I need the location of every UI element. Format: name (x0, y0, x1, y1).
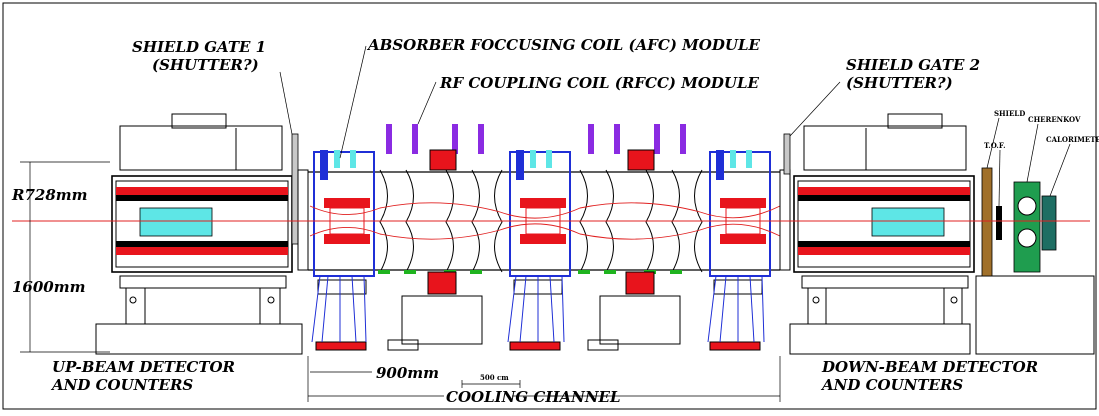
afc-module-2 (509, 150, 571, 351)
label-up-beam-1: UP-BEAM DETECTOR (52, 358, 235, 376)
pid-leader-lines (986, 117, 1071, 207)
shield-gate-1-plate (291, 133, 299, 245)
label-down-beam-1: DOWN-BEAM DETECTOR (821, 358, 1038, 376)
label-width-900: 900mm (376, 364, 439, 382)
label-calorimeter-small: CALORIMETER (1046, 135, 1099, 144)
downstream-spectrometer (789, 113, 975, 355)
label-cooling-channel: COOLING CHANNEL (446, 388, 621, 406)
label-shutter-2: (SHUTTER?) (846, 74, 953, 92)
afc-module-3 (709, 150, 771, 351)
shield-gate-2-plate (783, 133, 791, 175)
label-tof-small: T.O.F. (984, 141, 1006, 150)
calorimeter (1041, 195, 1057, 251)
downstream-coil-bottom-black (798, 241, 970, 247)
rfcc-module-1 (378, 124, 503, 351)
label-shield-gate-1: SHIELD GATE 1 (132, 38, 266, 56)
label-scale: 500 cm (480, 373, 509, 382)
support-legs (311, 275, 765, 343)
label-rfcc-module: RF COUPLING COIL (RFCC) MODULE (439, 74, 760, 92)
label-shield-gate-2: SHIELD GATE 2 (846, 56, 980, 74)
label-height: 1600mm (12, 278, 86, 296)
shield-gate-1-frame (297, 169, 309, 271)
pid-base (975, 275, 1095, 355)
afc-module-1 (313, 150, 375, 351)
label-shield-small: SHIELD (994, 109, 1025, 118)
beam-envelope (309, 202, 781, 240)
upstream-coil-top (116, 187, 288, 195)
downstream-tracker (871, 207, 945, 237)
upstream-coil-bottom-black (116, 241, 288, 247)
tof-counter (996, 206, 1002, 240)
frame (2, 2, 1097, 410)
rfcc-module-2 (578, 124, 703, 351)
label-shutter-1: (SHUTTER?) (152, 56, 259, 74)
shield-gate-2-frame (779, 169, 791, 271)
downstream-coil-top-black (798, 195, 970, 201)
cherenkov-detector (1013, 181, 1041, 273)
label-cherenkov-small: CHERENKOV (1028, 115, 1081, 124)
label-afc-module: ABSORBER FOCCUSING COIL (AFC) MODULE (366, 36, 760, 54)
dimension-lines (20, 161, 781, 402)
upstream-coil-top-black (116, 195, 288, 201)
label-up-beam-2: AND COUNTERS (50, 376, 193, 394)
shield-block (981, 167, 993, 277)
label-radius: R728mm (11, 186, 88, 204)
label-down-beam-2: AND COUNTERS (820, 376, 963, 394)
upstream-coil-bottom (116, 247, 288, 255)
upstream-tracker (139, 207, 213, 237)
downstream-coil-top (798, 187, 970, 195)
downstream-coil-bottom (798, 247, 970, 255)
callout-leaders (279, 45, 841, 159)
